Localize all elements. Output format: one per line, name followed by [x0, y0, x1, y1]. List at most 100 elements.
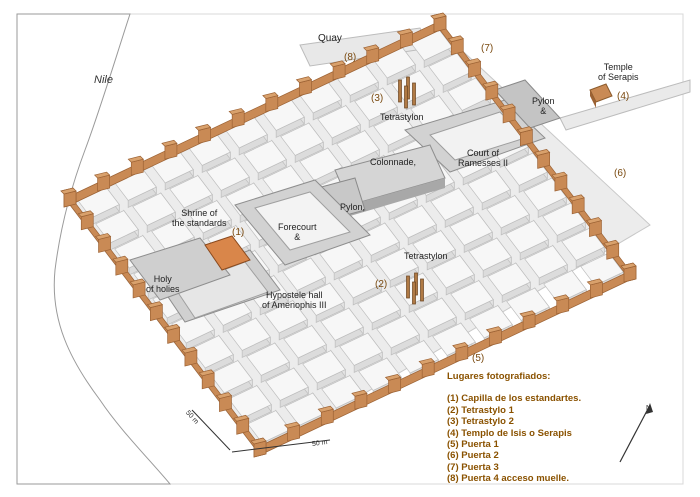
wall-tower-top: [127, 155, 144, 163]
legend-item: (8) Puerta 4 acceso muelle.: [447, 473, 569, 485]
city-block: [280, 122, 324, 156]
column: [412, 281, 416, 305]
city-block: [358, 357, 402, 391]
legend-item: (6) Puerta 2: [447, 450, 499, 462]
city-block: [543, 270, 587, 304]
marker-7: (7): [481, 43, 494, 54]
city-block: [487, 262, 531, 296]
city-block: [151, 217, 195, 251]
temple-serapis-label: Temple of Serapis: [598, 62, 639, 82]
wall-tower-top: [603, 239, 620, 247]
city-block: [468, 237, 512, 271]
wall-tower-top: [317, 405, 334, 413]
city-block: [338, 265, 382, 299]
wall-tower-top: [384, 373, 402, 381]
wall-tower-top: [262, 92, 279, 99]
wall-tower-top: [418, 358, 435, 365]
wall-tower-top: [396, 28, 414, 36]
wall-tower-top: [295, 76, 313, 84]
wall-tower-top: [585, 217, 603, 224]
city-block: [504, 152, 548, 186]
wall-tower-top: [363, 44, 380, 52]
city-block: [506, 287, 550, 321]
legend-list: (1) Capilla de los estandartes. (2) Tetr…: [447, 393, 692, 484]
marker-5: (5): [472, 353, 485, 364]
city-block: [227, 317, 271, 351]
city-block: [486, 195, 530, 229]
city-block: [169, 175, 213, 209]
column: [404, 85, 408, 109]
wall-tower-top: [112, 255, 129, 263]
wall-tower-top: [60, 187, 77, 195]
wall-tower-top: [283, 421, 301, 429]
city-block: [357, 290, 401, 324]
city-block: [376, 315, 420, 349]
city-block: [505, 220, 549, 254]
wall-tower-top: [519, 310, 536, 318]
holy-of-holies: [129, 237, 231, 301]
wall-tower-top: [93, 171, 111, 179]
legend-item: (2) Tetrastylo 1: [447, 404, 514, 416]
forecourt-label: Forecourt &: [278, 222, 317, 242]
column: [412, 82, 416, 106]
wall-tower-top: [586, 278, 604, 286]
city-block: [243, 140, 287, 174]
city-block: [561, 227, 605, 261]
svg-text:N: N: [646, 405, 651, 412]
city-block: [413, 297, 457, 331]
marker-8: (8): [344, 52, 357, 63]
wall-tower-top: [161, 139, 178, 147]
city-block: [132, 192, 176, 226]
city-block: [317, 105, 361, 139]
wall-tower-top: [198, 369, 215, 377]
city-block: [190, 335, 234, 369]
wall-tower-top: [464, 58, 482, 65]
marker-1: (1): [232, 227, 245, 238]
city-block: [450, 280, 494, 314]
city-block: [206, 157, 250, 191]
pylon-mid-label: Pylon,: [340, 202, 366, 212]
marker-3: (3): [371, 93, 384, 104]
city-block: [264, 300, 308, 334]
wall-tower-top: [351, 389, 368, 397]
legend-item: (3) Tetrastylo 2: [447, 416, 514, 428]
road: [559, 79, 691, 131]
shrine-label: Shrine of the standards: [172, 208, 227, 228]
wall-tower-top: [551, 171, 568, 179]
city-block: [354, 87, 398, 121]
city-block: [228, 385, 272, 419]
legend-item: (5) Puerta 1: [447, 439, 499, 451]
column: [406, 275, 410, 299]
temple-of-serapis: [589, 83, 613, 108]
city-block: [209, 360, 253, 394]
wall-tower-top: [568, 194, 585, 202]
city-block: [580, 252, 624, 286]
city-block: [320, 307, 364, 341]
marker-4: (4): [617, 91, 630, 102]
city-block: [395, 340, 439, 374]
city-block: [336, 130, 380, 164]
wall-tower-top: [94, 233, 112, 240]
city-block: [430, 187, 474, 221]
city-block: [432, 322, 476, 356]
shrine-of-standards: [204, 235, 251, 271]
wall-tower-top: [215, 392, 233, 399]
court-ramesses-label: Court of Ramesses II: [458, 148, 509, 168]
wall-tower-top: [250, 437, 267, 445]
wall-tower-top: [146, 301, 164, 309]
city-block: [302, 350, 346, 384]
city-block: [410, 95, 454, 129]
city-block: [412, 230, 456, 264]
nile-river-bank: [16, 13, 172, 485]
legend-item: (4) Templo de Isis o Serapis: [447, 427, 572, 439]
fortress-walls: [60, 12, 637, 458]
city-block: [375, 247, 419, 281]
city-block: [299, 147, 343, 181]
city-block: [393, 205, 437, 239]
wall-tower-top: [482, 80, 499, 88]
wall-tower-top: [485, 326, 503, 334]
tetrastylon-columns: [398, 76, 424, 305]
wall-tower-top: [129, 278, 146, 286]
city-block: [449, 212, 493, 246]
